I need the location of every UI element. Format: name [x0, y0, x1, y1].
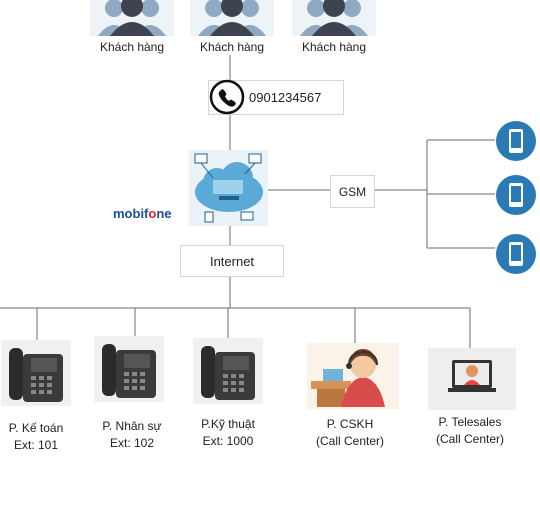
internet-box: Internet — [180, 245, 284, 277]
department-name: P.Kỹ thuật — [201, 417, 255, 431]
customer-label: Khách hàng — [99, 40, 165, 54]
call-center-agent-icon — [307, 343, 399, 409]
mobile-phone-icon — [496, 175, 536, 215]
phone-number: 0901234567 — [249, 90, 322, 105]
desk-phone-icon — [193, 338, 263, 404]
gsm-box: GSM — [330, 175, 375, 208]
department-name: P. Telesales — [438, 415, 502, 429]
department-name: P. CSKH — [326, 417, 374, 431]
mobifone-logo: mobifone — [113, 206, 172, 221]
department-cskh: P. CSKH (Call Center) — [300, 416, 400, 450]
phone-number-box: 0901234567 — [208, 79, 344, 115]
department-ext: Ext: 102 — [109, 436, 155, 450]
telephone-handset-icon — [209, 79, 245, 115]
gsm-label: GSM — [338, 184, 367, 199]
customer-label: Khách hàng — [301, 40, 367, 54]
customer-group-icon — [90, 0, 174, 36]
department-ext: Ext: 1000 — [202, 434, 254, 448]
department-name: P. Kế toán — [8, 421, 64, 435]
cloud-pbx-icon — [189, 150, 268, 226]
desk-phone-icon — [94, 336, 164, 402]
mobile-phone-icon — [496, 234, 536, 274]
internet-label: Internet — [209, 253, 255, 269]
department-ext: (Call Center) — [315, 434, 384, 448]
department-ext: Ext: 101 — [13, 438, 59, 452]
department-ketoan: P. Kế toán Ext: 101 — [0, 420, 86, 454]
department-name: P. Nhân sự — [102, 419, 162, 433]
department-kythuat: P.Kỹ thuật Ext: 1000 — [178, 416, 278, 450]
customer-group-icon — [292, 0, 376, 36]
mobile-phone-icon — [496, 121, 536, 161]
desk-phone-icon — [1, 340, 71, 406]
department-nhansu: P. Nhân sự Ext: 102 — [82, 418, 182, 452]
customer-group-icon — [190, 0, 274, 36]
customer-label: Khách hàng — [199, 40, 265, 54]
department-ext: (Call Center) — [435, 432, 504, 446]
department-telesales: P. Telesales (Call Center) — [420, 414, 520, 448]
telesales-agent-icon — [428, 348, 516, 410]
